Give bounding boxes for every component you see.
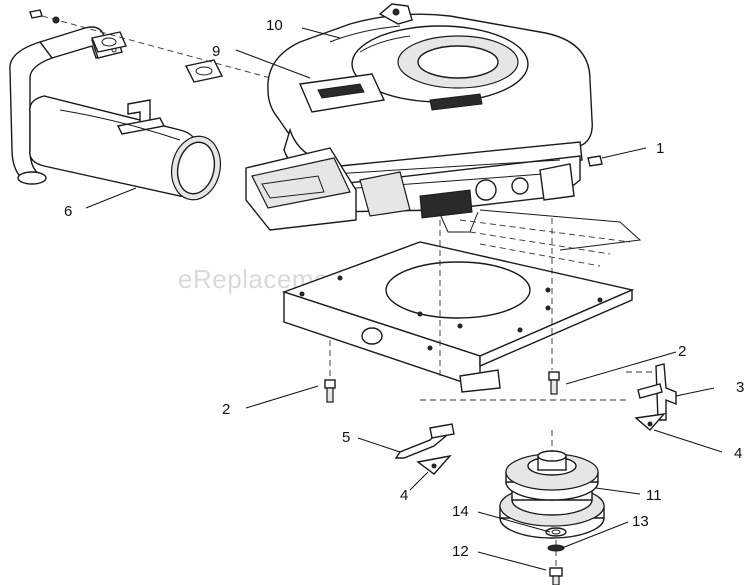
bolt-right — [548, 371, 560, 395]
clip-center — [416, 454, 452, 475]
callout-3: 3 — [736, 379, 744, 396]
washer — [545, 527, 567, 537]
callout-11: 11 — [646, 487, 662, 504]
callout-4-right: 4 — [734, 445, 742, 462]
callout-9: 9 — [212, 43, 220, 60]
muffler — [9, 26, 222, 201]
lock-washer — [547, 544, 565, 552]
bent-rod-center — [394, 423, 455, 459]
guard-plate — [459, 209, 642, 267]
callout-5: 5 — [342, 429, 350, 446]
callout-4-center: 4 — [400, 487, 408, 504]
exhaust-gasket-hardware — [29, 9, 301, 87]
callout-12: 12 — [452, 543, 469, 560]
engine-mounting-plate — [281, 241, 635, 393]
callout-10: 10 — [266, 17, 283, 34]
idler-rod-right — [637, 363, 677, 421]
callout-14: 14 — [452, 503, 469, 520]
engine — [245, 3, 603, 233]
callout-2-left: 2 — [222, 401, 230, 418]
pulley-bolt — [549, 567, 563, 585]
callout-6: 6 — [64, 203, 72, 220]
callout-1: 1 — [656, 140, 664, 157]
callout-2-right: 2 — [678, 343, 686, 360]
callout-labels: 10 9 1 6 2 2 3 4 5 4 11 14 13 12 — [64, 17, 744, 560]
clip-right — [634, 413, 666, 431]
callout-13: 13 — [632, 513, 649, 530]
pulley — [499, 450, 605, 539]
bolt-left — [324, 379, 336, 403]
leader-lines — [85, 27, 723, 571]
